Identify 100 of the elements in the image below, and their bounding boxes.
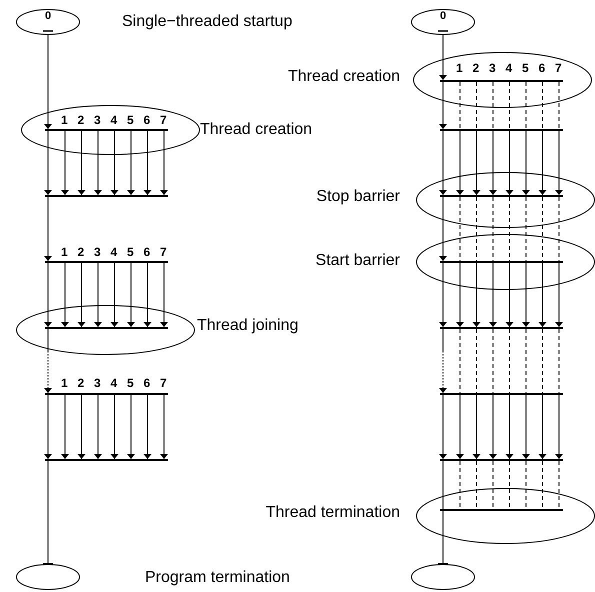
thread-number: 2: [78, 114, 84, 127]
dashed-thread-line: [509, 82, 510, 130]
thread-arrow: [538, 130, 546, 196]
thread-arrow: [127, 394, 135, 460]
thread-number: 4: [110, 114, 118, 127]
thread-arrow: [144, 262, 152, 328]
thread-number: 3: [94, 377, 101, 390]
thread-arrow: [555, 262, 563, 328]
thread-arrow: [61, 394, 69, 460]
main-thread-line: [439, 130, 447, 196]
thread-arrow: [472, 262, 480, 328]
thread-number: 6: [144, 377, 150, 390]
thread-number: 2: [472, 62, 480, 75]
main-thread-line: [439, 34, 447, 80]
dashed-thread-line: [476, 460, 477, 510]
thread-arrow: [144, 394, 152, 460]
dashed-thread-line: [542, 82, 543, 130]
main-thread-line: [439, 328, 447, 394]
thread-arrow: [538, 394, 546, 460]
thread-arrow: [538, 262, 546, 328]
thread-arrow: [110, 262, 118, 328]
thread-number: 4: [506, 62, 512, 75]
main-thread-line: [44, 394, 52, 460]
dashed-thread-line: [492, 460, 494, 510]
thread-number: 6: [538, 62, 546, 75]
dashed-thread-line: [476, 328, 477, 394]
thread-number: 1: [61, 246, 68, 259]
dashed-thread-line: [542, 196, 543, 262]
thread-number: 7: [160, 377, 167, 390]
thread-arrow: [160, 130, 168, 196]
dashed-thread-line: [558, 328, 560, 394]
thread-arrow: [506, 262, 514, 328]
thread-arrow: [522, 130, 530, 196]
main-thread-line: [44, 328, 52, 394]
thread-number: 0: [438, 10, 448, 22]
main-thread-line: [44, 34, 52, 130]
phase-label: Single−threaded startup: [122, 13, 292, 31]
thread-arrow: [127, 130, 135, 196]
thread-number: 4: [110, 246, 118, 259]
phase-label: Thread joining: [197, 317, 298, 335]
thread-number: 3: [489, 62, 496, 75]
thread-number: 7: [555, 62, 562, 75]
dashed-thread-line: [492, 328, 494, 394]
thread-number: 5: [127, 246, 134, 259]
dashed-thread-line: [558, 460, 560, 510]
dashed-thread-line: [509, 328, 510, 394]
dashed-thread-line: [558, 196, 560, 262]
dashed-thread-line: [509, 196, 510, 262]
thread-arrow: [472, 394, 480, 460]
dashed-thread-line: [509, 460, 510, 510]
main-thread-line: [44, 196, 52, 262]
thread-number: 1: [61, 114, 68, 127]
thread-arrow: [506, 394, 514, 460]
thread-arrow: [522, 394, 530, 460]
dashed-thread-line: [476, 82, 477, 130]
thread-arrow: [144, 130, 152, 196]
phase-label: Program termination: [145, 569, 290, 587]
thread-arrow: [456, 394, 464, 460]
phase-label: Thread termination: [266, 504, 400, 522]
main-thread-line: [437, 510, 449, 565]
thread-arrow: [160, 394, 168, 460]
thread-arrow: [489, 394, 497, 460]
thread-arrow: [110, 394, 118, 460]
thread-arrow: [456, 262, 464, 328]
thread-arrow: [94, 130, 102, 196]
thread-arrow: [94, 394, 102, 460]
phase-label: Thread creation: [288, 68, 400, 86]
thread-number: 2: [78, 377, 84, 390]
thread-arrow: [522, 262, 530, 328]
thread-arrow: [489, 262, 497, 328]
thread-arrow: [110, 130, 118, 196]
thread-number: 2: [78, 246, 84, 259]
thread-number: 7: [160, 246, 167, 259]
dashed-thread-line: [542, 328, 543, 394]
thread-number: 3: [94, 114, 101, 127]
thread-arrow: [555, 130, 563, 196]
thread-number: 5: [127, 377, 134, 390]
thread-number: 7: [160, 114, 167, 127]
main-thread-line: [44, 262, 52, 328]
main-thread-line: [42, 460, 54, 565]
dashed-thread-line: [558, 82, 560, 130]
thread-number: 6: [144, 246, 150, 259]
thread-arrow: [78, 394, 86, 460]
thread-number: 5: [522, 62, 529, 75]
thread-arrow: [78, 130, 86, 196]
thread-arrow: [555, 394, 563, 460]
thread-arrow: [94, 262, 102, 328]
main-thread-line: [439, 262, 447, 328]
main-thread-line: [439, 394, 447, 460]
thread-number: 0: [44, 10, 52, 22]
thread-arrow: [472, 130, 480, 196]
dashed-thread-line: [492, 196, 494, 262]
thread-number: 5: [127, 114, 134, 127]
main-thread-line: [44, 130, 52, 196]
thread-arrow: [61, 130, 69, 196]
thread-number: 4: [110, 377, 118, 390]
thread-arrow: [456, 130, 464, 196]
phase-label: Stop barrier: [316, 188, 400, 206]
dashed-thread-line: [542, 460, 543, 510]
dashed-thread-line: [492, 82, 494, 130]
